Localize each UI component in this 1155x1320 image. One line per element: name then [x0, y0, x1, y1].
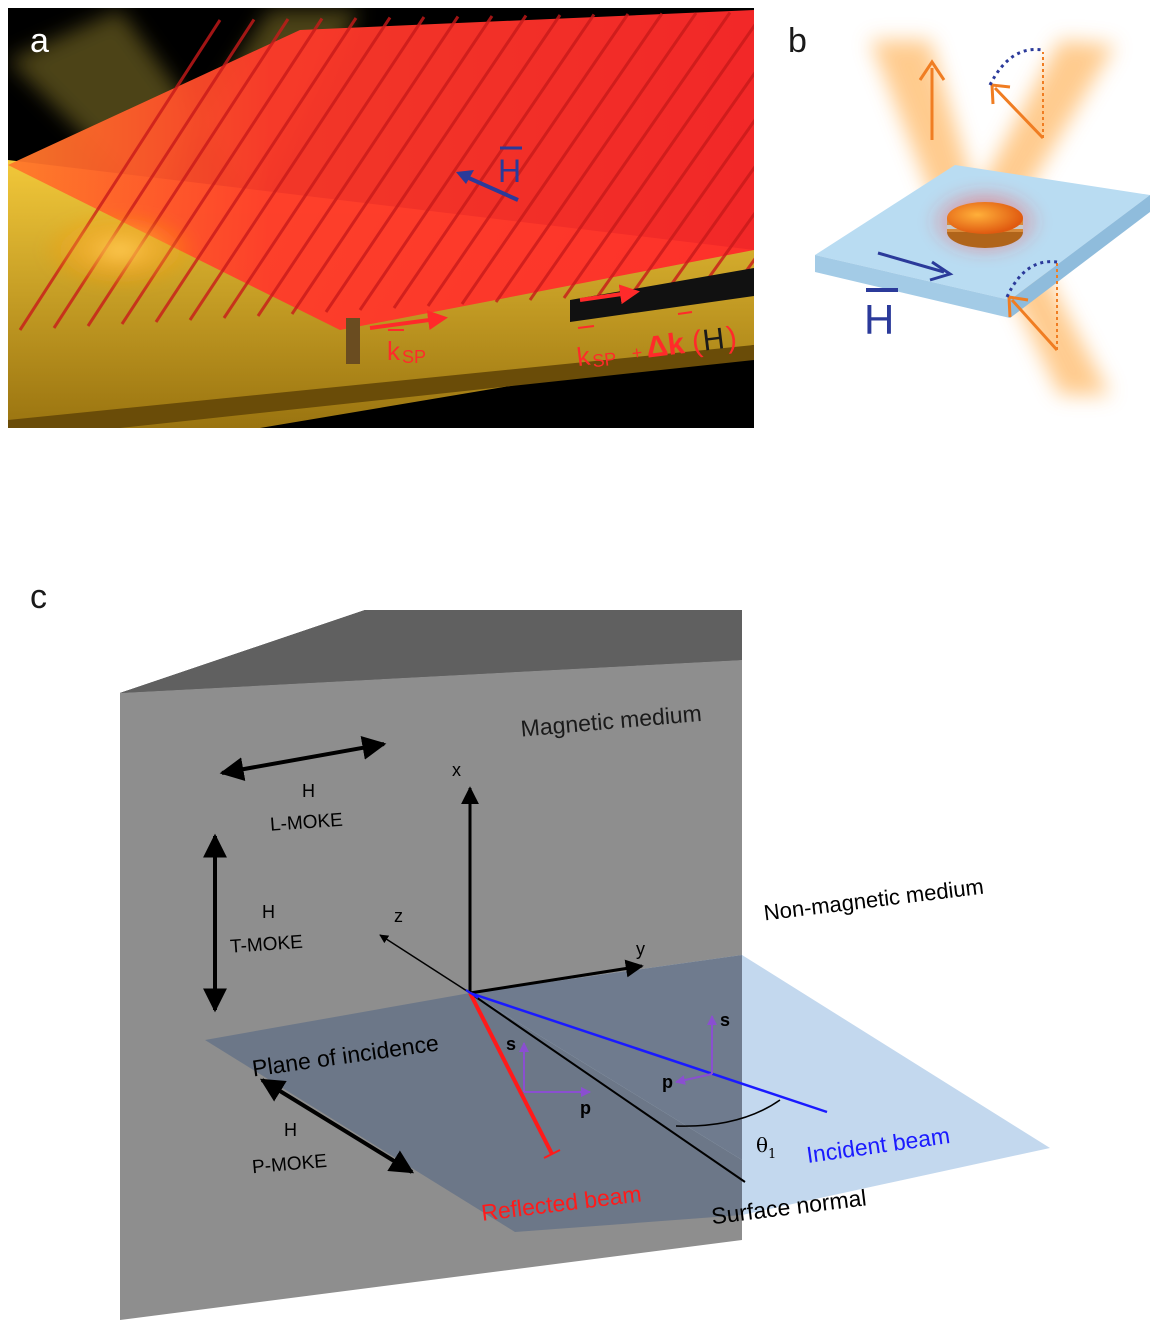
- theta-label: θ: [756, 1133, 768, 1157]
- plasmon-ridge: [528, 11, 732, 301]
- plasmon-ridge: [188, 16, 392, 321]
- grating-bar: [570, 268, 754, 322]
- ksp2-delta: Δk: [644, 327, 686, 364]
- z-axis: [379, 934, 471, 994]
- panel-c-label: c: [30, 578, 47, 616]
- ksp2-paren-close: ): [725, 321, 739, 355]
- plasmon-ridge: [290, 15, 494, 315]
- incident-beam: [469, 991, 828, 1114]
- plane-of-incidence-overlap: [470, 955, 742, 1160]
- h-label: H: [498, 153, 521, 189]
- tilted-arrowhead-upper: [990, 83, 1011, 105]
- plasmon-ridge: [460, 12, 664, 305]
- p-incident-label: p: [662, 1072, 673, 1092]
- ksp-shift-arrow: [579, 284, 640, 305]
- substrate-slab-side: [1010, 195, 1150, 318]
- ksp2-plus: +: [631, 342, 644, 363]
- theta-sub: 1: [768, 1147, 776, 1162]
- disk-top: [947, 202, 1023, 234]
- tilted-arrowhead-lower: [1007, 295, 1029, 318]
- y-axis: [469, 959, 644, 995]
- plasmon-ridge: [154, 17, 358, 323]
- plasmon-ridge: [698, 211, 754, 291]
- pmoke-h: H: [284, 1120, 297, 1140]
- plasmon-ridge: [358, 14, 562, 311]
- ksp2-paren-open: (: [690, 325, 704, 359]
- focus-spot: [40, 210, 200, 290]
- lmoke-arrow: [219, 735, 387, 782]
- ksp2-overbar: [577, 325, 595, 329]
- theta-arc: [675, 1099, 781, 1127]
- panel-b: b H: [788, 22, 1150, 395]
- precession-arc-lower: [1005, 260, 1058, 298]
- surface-normal-line: [469, 992, 746, 1183]
- plasmon-ridge: [562, 23, 754, 299]
- ksp2-paren-h: H: [701, 322, 727, 357]
- substrate-slab-front: [815, 255, 1010, 318]
- lmoke-label: L-MOKE: [269, 810, 343, 836]
- incident-origin-tick: [465, 989, 479, 999]
- gold-film-edge: [8, 345, 754, 428]
- tilted-arrow-upper: [993, 86, 1045, 140]
- panel-a-label: a: [30, 22, 49, 60]
- panel-b-label: b: [788, 22, 807, 60]
- plasmon-ridge: [324, 14, 528, 313]
- plasmon-ridge: [664, 165, 754, 293]
- s-reflected-label: s: [506, 1034, 516, 1054]
- ksp2-label: k SP + Δk ( H ): [575, 321, 739, 372]
- plasmon-ridge: [596, 71, 754, 297]
- ksp-arrow: [369, 310, 448, 331]
- panel-c: c x y z θ 1 s p s p: [30, 578, 1050, 1320]
- panel-a: H k SP k SP + Δk ( H ) a: [8, 8, 754, 428]
- ksp-sub: SP: [402, 347, 426, 367]
- plasmon-ridge: [494, 12, 698, 303]
- ksp-k: k: [387, 336, 401, 366]
- p-reflected-label: p: [580, 1098, 591, 1118]
- ksp2-k: k: [575, 341, 593, 372]
- s-incident-label: s: [720, 1010, 730, 1030]
- axis-x-label: x: [452, 760, 461, 780]
- ksp2-sub: SP: [591, 348, 617, 371]
- reflected-beam: [468, 992, 554, 1155]
- plasmon-ridge: [222, 16, 426, 319]
- p-vector-incident: [675, 1073, 713, 1085]
- plasmon-ridge: [426, 13, 630, 307]
- h-field-arrow: [461, 173, 519, 202]
- precession-arc-upper: [988, 47, 1044, 86]
- axis-y-label: y: [636, 939, 645, 959]
- axis-z-label: z: [394, 906, 403, 926]
- plasmon-ridge: [256, 15, 460, 317]
- plasmon-ridge: [392, 13, 596, 309]
- up-arrowhead: [918, 59, 946, 81]
- pmoke-arrow: [259, 1078, 415, 1174]
- h-field-arrowhead: [456, 170, 474, 184]
- plasmon-ridge: [630, 118, 754, 295]
- h-label-b: H: [864, 296, 894, 343]
- dk-overbar: [677, 311, 693, 315]
- tmoke-label: T-MOKE: [229, 932, 303, 958]
- plasmon-ridge: [18, 19, 222, 331]
- reflected-beam-tick: [543, 1149, 561, 1159]
- plane-of-incidence-front: [205, 993, 742, 1232]
- h-field-arrowhead-b: [929, 260, 954, 282]
- tmoke-h: H: [262, 902, 275, 922]
- plasmon-ridges: [18, 11, 754, 331]
- magnetic-block-top-bevel: [120, 610, 742, 693]
- slit: [346, 318, 360, 364]
- h-field-arrow-b: [877, 251, 945, 274]
- nonmagnetic-medium-label: Non-magnetic medium: [762, 874, 985, 926]
- tilted-arrow-lower: [1010, 298, 1059, 352]
- lmoke-h: H: [302, 781, 315, 801]
